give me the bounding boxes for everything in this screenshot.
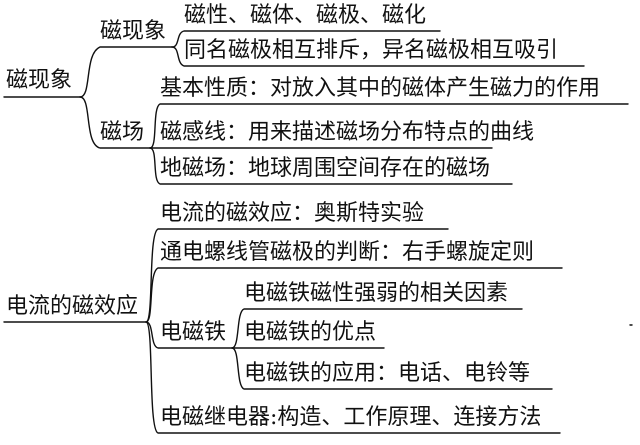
branch-c-item-3: 电磁铁的应用：电话、电铃等 — [244, 361, 531, 386]
root2-label: 电流的磁效应 — [6, 294, 139, 319]
branch-b-item-2: 磁感线：用来描述磁场分布特点的曲线 — [160, 120, 535, 145]
brace-root2-item2 — [145, 267, 563, 323]
brace-a-item1 — [171, 30, 441, 48]
branch-c-item-1: 电磁铁磁性强弱的相关因素 — [244, 281, 509, 306]
brace-c-item3 — [231, 347, 553, 390]
brace-root2-branch-c — [145, 321, 233, 349]
brace-root1-upper — [79, 46, 173, 98]
brace-b-item1 — [149, 103, 629, 149]
brace-root1-lower — [79, 96, 151, 149]
brace-b-item3 — [149, 147, 513, 185]
branch-a-label: 磁现象 — [100, 19, 167, 44]
root2-item-2: 通电螺线管磁极的判断：右手螺旋定则 — [160, 240, 535, 265]
branch-a-item-1: 磁性、磁体、磁极、磁化 — [184, 3, 427, 28]
branch-a-item-2: 同名磁极相互排斥，异名磁极相互吸引 — [184, 38, 559, 63]
branch-c-item-2: 电磁铁的优点 — [244, 320, 377, 345]
brace-a-item2 — [171, 46, 585, 67]
brace-root2-item3 — [145, 321, 561, 434]
brace-c-item1 — [231, 308, 523, 349]
branch-b-item-3: 地磁场：地球周围空间存在的磁场 — [160, 156, 491, 181]
root2-item-1: 电流的磁效应：奥斯特实验 — [160, 201, 425, 226]
branch-b-label: 磁场 — [100, 120, 145, 145]
branch-c-label: 电磁铁 — [160, 320, 227, 345]
root2-item-3: 电磁继电器:构造、工作原理、连接方法 — [160, 405, 542, 430]
root1-label: 磁现象 — [6, 68, 73, 93]
branch-b-item-1: 基本性质：对放入其中的磁体产生磁力的作用 — [160, 76, 601, 101]
